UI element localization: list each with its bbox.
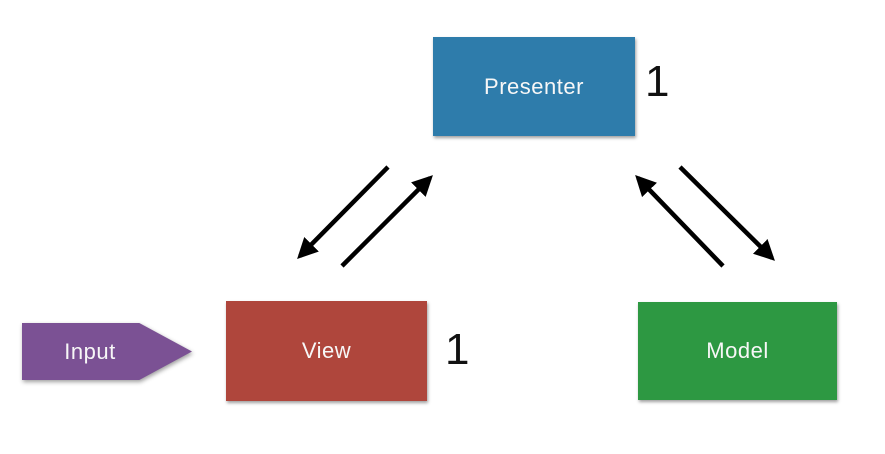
view-multiplicity-label: 1 (445, 325, 470, 374)
arrow-model-to-presenter (635, 175, 725, 268)
arrow-view-to-presenter (340, 175, 433, 268)
node-view: View (226, 301, 427, 401)
node-model: Model (638, 302, 837, 400)
input-arrow-shape: Input (22, 323, 192, 380)
arrow-presenter-to-model (678, 165, 775, 261)
node-input: Input (22, 323, 192, 380)
node-presenter: Presenter (433, 37, 635, 136)
presenter-multiplicity-label: 1 (645, 57, 670, 106)
node-presenter-label: Presenter (484, 73, 584, 99)
node-input-label: Input (64, 338, 116, 364)
node-view-label: View (301, 338, 352, 363)
node-model-label: Model (706, 338, 769, 363)
arrow-presenter-to-view (297, 165, 390, 259)
